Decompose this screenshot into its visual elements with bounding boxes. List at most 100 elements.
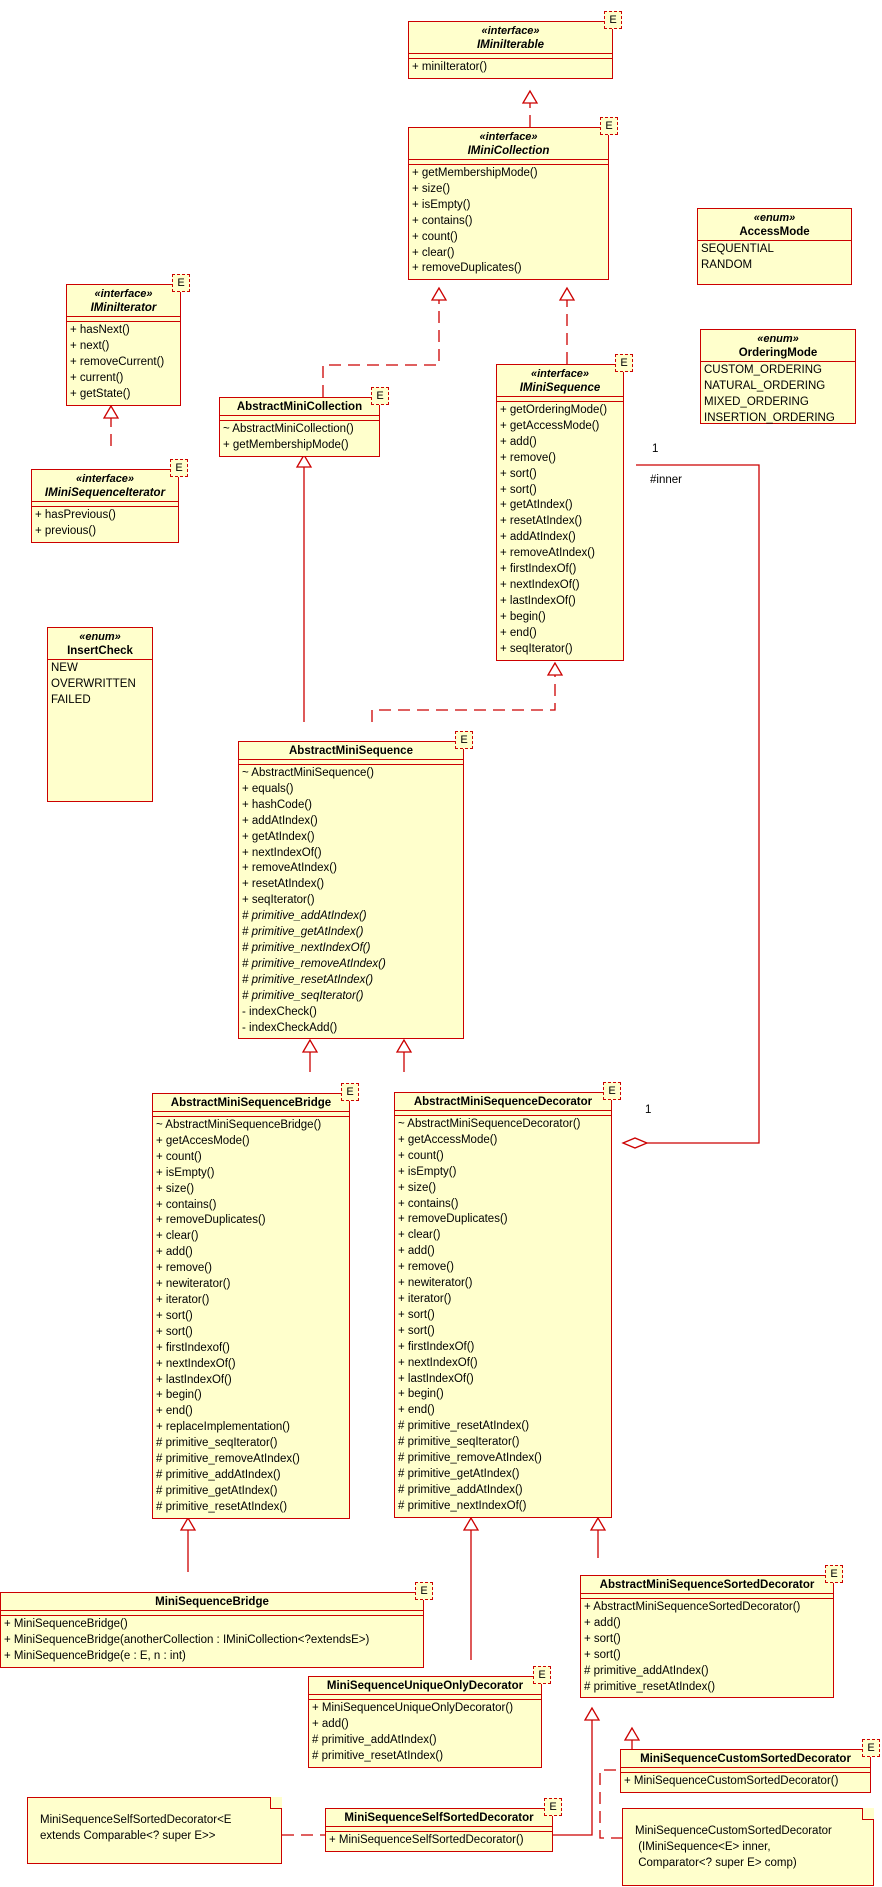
generalization-arrowhead [301,1038,319,1053]
class-mini-sequence-bridge[interactable]: MiniSequenceBridge + MiniSequenceBridge()… [0,1592,424,1668]
operation: ~ AbstractMiniSequenceDecorator() [398,1118,581,1130]
operations-compartment: ~ AbstractMiniSequenceBridge()+ getAcces… [153,1116,349,1518]
class-imini-sequence[interactable]: «interface»IMiniSequence+ getOrderingMod… [496,364,624,661]
stereotype-label: «enum» [757,333,799,345]
operation: + getAccessMode() [398,1133,498,1146]
class-header: MiniSequenceCustomSortedDecorator [621,1750,870,1767]
operation: + clear() [398,1229,441,1242]
stereotype-label: «interface» [530,368,590,380]
enum-header: «enum»InsertCheck [48,628,152,659]
operation: + count() [398,1149,444,1162]
attributes-compartment [497,396,623,401]
operation: + nextIndexOf() [398,1356,478,1369]
operation: + add() [500,435,537,448]
class-header: MiniSequenceBridge [1,1593,423,1610]
enum-literal: OVERWRITTEN [51,677,136,690]
class-name: AbstractMiniSequence [289,745,413,757]
operation: + add() [312,1717,349,1730]
class-abstract-mini-collection[interactable]: AbstractMiniCollection~ AbstractMiniColl… [219,397,380,457]
operation: + lastIndexOf() [398,1372,474,1385]
stereotype-label: «interface» [481,25,540,37]
operation: + removeDuplicates() [156,1214,266,1227]
operation: + MiniSequenceBridge() [4,1618,128,1630]
operations-compartment: + getMembershipMode() + size() + isEmpty()… [409,164,608,279]
operation: + removeDuplicates() [398,1213,508,1226]
operation: + iterator() [398,1292,452,1305]
association-inner [636,464,760,1144]
operation: + getAtIndex() [500,499,573,512]
association-role-label: #inner [650,474,682,486]
operation: ~ AbstractMiniSequenceBridge() [156,1119,322,1131]
operation: # primitive_removeAtIndex() [156,1453,300,1466]
operation: + isEmpty() [412,198,471,211]
class-abstract-mini-sequence-sorted-decorator[interactable]: AbstractMiniSequenceSortedDecorator+ Abs… [580,1575,834,1699]
note-text-line: MiniSequenceSelfSortedDecorator<E [40,1814,232,1826]
attributes-compartment [32,501,178,506]
operation: # primitive_getAtIndex() [242,926,364,939]
class-mini-sequence-custom-sorted-decorator[interactable]: MiniSequenceCustomSortedDecorator+ MiniS… [620,1749,871,1793]
operation: + removeCurrent() [70,355,165,368]
class-imini-iterable[interactable]: «interface»IMiniIterable + miniIterator() [408,21,613,79]
template-parameter-tag: E [371,387,389,405]
class-mini-sequence-unique-only-decorator[interactable]: MiniSequenceUniqueOnlyDecorator + MiniSeq… [308,1676,542,1768]
template-parameter-tag: E [615,354,633,372]
operation: + end() [500,626,537,639]
operations-compartment: + AbstractMiniSequenceSortedDecorator()+… [581,1598,833,1697]
operation: + size() [412,182,451,195]
enum-literal: CUSTOM_ORDERING [704,364,822,376]
operation: + lastIndexOf() [156,1373,232,1386]
operation: + current() [70,371,124,384]
operation: + miniIterator() [412,61,488,73]
operation: + hasNext() [70,324,130,336]
operation: # primitive_removeAtIndex() [398,1452,542,1465]
class-name: AbstractMiniSequenceDecorator [413,1096,593,1108]
generalization-arrowhead [546,661,564,676]
class-imini-collection[interactable]: «interface»IMiniCollection + getMembershi… [408,127,609,281]
generalization-arrowhead [589,1516,607,1531]
note-fold-corner [862,1808,874,1820]
operation: # primitive_getAtIndex() [156,1484,278,1497]
attributes-compartment [395,1110,611,1115]
attributes-compartment [67,316,180,321]
class-imini-sequence-iterator[interactable]: «interface»IMiniSequenceIterator+ hasPre… [31,469,179,543]
class-header: «interface»IMiniIterator [67,285,180,316]
class-header: «interface»IMiniSequence [497,365,623,396]
class-header: AbstractMiniCollection [220,398,379,415]
class-header: AbstractMiniSequence [239,742,463,759]
enum-literal: INSERTION_ORDERING [704,411,835,424]
stereotype-label: «enum» [79,631,121,643]
note-anchor-custom-sorted [599,1769,622,1839]
operations-compartment: + miniIterator() [409,58,612,78]
association-multiplicity-target: 1 [645,1104,652,1116]
operation: + add() [584,1616,621,1629]
class-mini-sequence-self-sorted-decorator[interactable]: MiniSequenceSelfSortedDecorator+ MiniSeq… [325,1808,553,1852]
operation: # primitive_seqIterator() [242,989,364,1002]
operation: + hasPrevious() [35,509,116,521]
class-header: MiniSequenceUniqueOnlyDecorator [309,1677,541,1694]
operation: + sort() [398,1308,435,1321]
operation: + getMembershipMode() [412,167,538,179]
class-imini-iterator[interactable]: «interface»IMiniIterator+ hasNext()+ nex… [66,284,181,406]
class-header: «interface»IMiniIterable [409,22,612,53]
attributes-compartment [581,1593,833,1598]
class-name: MiniSequenceCustomSortedDecorator [640,1753,851,1765]
realization-abstractcollection-to-collection [322,300,440,397]
stereotype-label: «enum» [753,212,796,224]
class-abstract-mini-sequence-decorator[interactable]: AbstractMiniSequenceDecorator ~ AbstractM… [394,1092,612,1518]
operation: + add() [398,1245,435,1258]
operation: # primitive_removeAtIndex() [242,957,386,970]
operation: + remove() [156,1262,212,1275]
operation: # primitive_nextIndexOf() [398,1499,527,1512]
operations-compartment: + MiniSequenceUniqueOnlyDecorator()+ add… [309,1699,541,1767]
class-abstract-mini-sequence-bridge[interactable]: AbstractMiniSequenceBridge~ AbstractMini… [152,1093,350,1519]
class-header: «interface»IMiniCollection [409,128,608,159]
generalization-arrowhead [430,286,448,301]
operation: + MiniSequenceSelfSortedDecorator() [329,1834,524,1846]
class-abstract-mini-sequence[interactable]: AbstractMiniSequence~ AbstractMiniSequen… [238,741,464,1040]
